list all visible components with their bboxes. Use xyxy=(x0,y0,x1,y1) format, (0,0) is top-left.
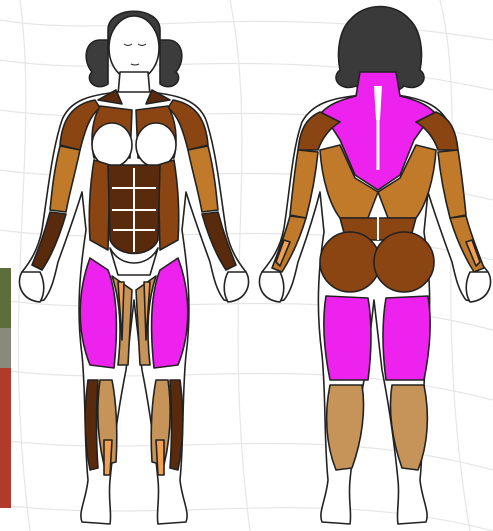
front-body-outline xyxy=(21,92,247,524)
front-face xyxy=(109,16,159,80)
back-left-glute xyxy=(320,232,380,292)
cropped-photo-strip xyxy=(0,268,11,508)
back-right-glute xyxy=(374,232,434,292)
back-view-figure xyxy=(259,7,490,525)
back-right-hamstring xyxy=(383,296,430,380)
front-view-figure xyxy=(19,11,248,524)
back-left-hamstring xyxy=(324,296,371,380)
